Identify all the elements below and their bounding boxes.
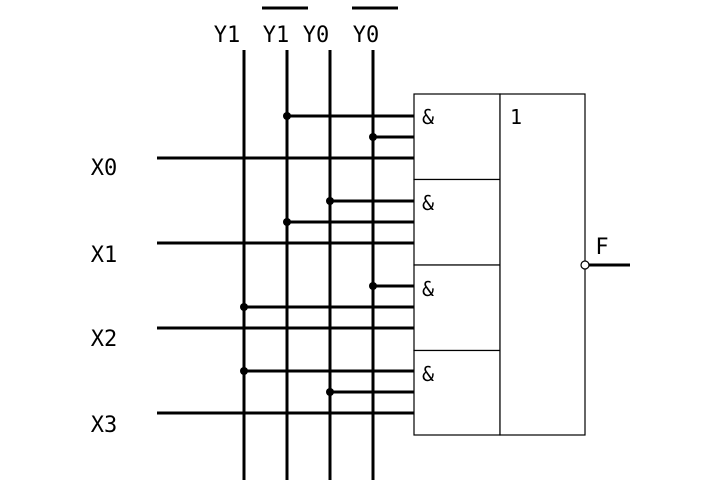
or-gate-symbol: 1 (510, 105, 522, 129)
and-gate-1 (413, 93, 501, 181)
junction-dot (240, 367, 248, 375)
label-x3: X3 (91, 413, 118, 438)
and-gate-3 (413, 264, 501, 352)
junction-dot (283, 218, 291, 226)
junction-dot (369, 282, 377, 290)
label-x0: X0 (91, 156, 118, 181)
or-gate (499, 93, 586, 436)
and-gate-4 (413, 349, 501, 436)
label-y1: Y1 (214, 23, 241, 48)
label-y1-bar: Y1 (263, 23, 290, 48)
junction-dot (326, 197, 334, 205)
label-y0-bar: Y0 (353, 23, 380, 48)
label-x2: X2 (91, 327, 118, 352)
junction-dot (283, 112, 291, 120)
output-inversion-circle (580, 260, 590, 270)
and-gate-2 (413, 178, 501, 266)
and-gate-3-symbol: & (422, 277, 434, 301)
junction-dot (369, 133, 377, 141)
and-gate-4-symbol: & (422, 362, 434, 386)
label-y0: Y0 (303, 23, 330, 48)
and-gate-1-symbol: & (422, 105, 434, 129)
label-output-f: F (595, 235, 608, 260)
and-gate-2-symbol: & (422, 191, 434, 215)
junction-dot (326, 388, 334, 396)
label-x1: X1 (91, 243, 118, 268)
junction-dot (240, 303, 248, 311)
